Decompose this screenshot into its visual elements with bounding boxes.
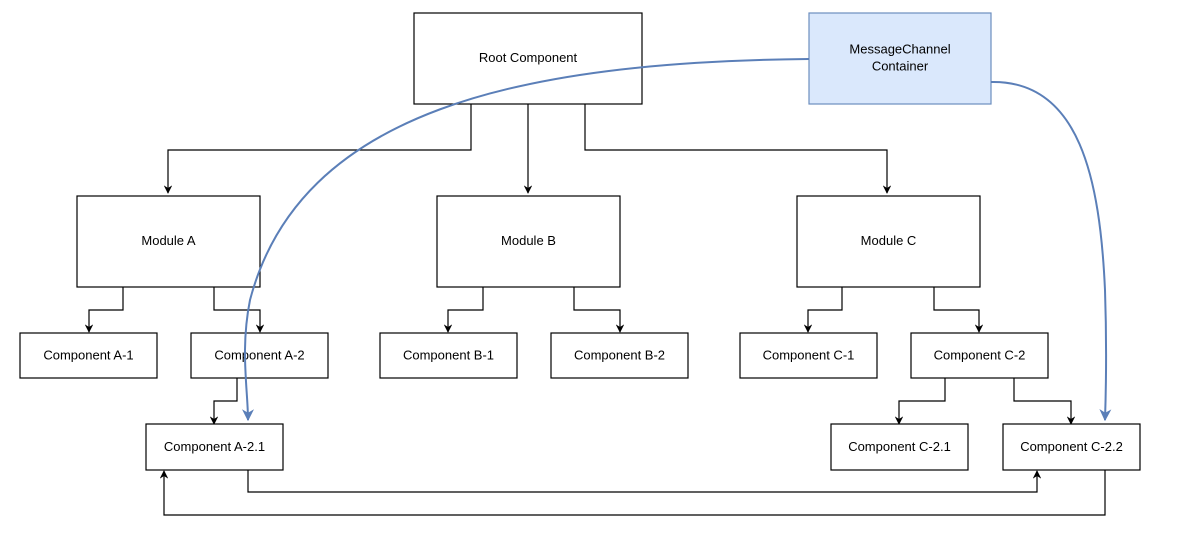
component-a-1-label: Component A-1 [43, 347, 133, 362]
container-label-line-1: MessageChannel [849, 41, 950, 56]
edge-c2-to-c21 [894, 378, 946, 425]
edge-c2-to-c22 [1013, 378, 1076, 425]
node-root-component[interactable]: Root Component [413, 12, 643, 105]
node-module-b[interactable]: Module B [436, 195, 621, 288]
component-c-2-2-label: Component C-2.2 [1020, 439, 1123, 454]
edge-container-to-a21 [241, 58, 810, 422]
module-a-label: Module A [141, 233, 196, 248]
edge-root-to-module-a [163, 104, 472, 194]
component-c-1-label: Component C-1 [763, 347, 855, 362]
component-b-1-label: Component B-1 [403, 347, 494, 362]
module-b-label: Module B [501, 233, 556, 248]
edge-a21-to-c22 [247, 470, 1042, 493]
node-component-c-2[interactable]: Component C-2 [910, 332, 1049, 379]
node-component-b-2[interactable]: Component B-2 [550, 332, 689, 379]
hierarchy-edges [84, 104, 1106, 516]
node-component-c-1[interactable]: Component C-1 [739, 332, 878, 379]
edge-module-b-to-b2 [573, 287, 625, 333]
edge-module-c-to-c1 [803, 287, 843, 333]
node-component-a-2[interactable]: Component A-2 [190, 332, 329, 379]
component-c-2-label: Component C-2 [934, 347, 1026, 362]
edge-a2-to-a21 [209, 378, 238, 425]
node-component-a-2-1[interactable]: Component A-2.1 [145, 423, 284, 471]
component-a-2-label: Component A-2 [214, 347, 304, 362]
edge-module-c-to-c2 [933, 287, 984, 333]
node-component-b-1[interactable]: Component B-1 [379, 332, 518, 379]
node-component-a-1[interactable]: Component A-1 [19, 332, 158, 379]
node-messagechannel-container[interactable]: MessageChannel Container [808, 12, 992, 105]
edge-root-to-module-c [584, 104, 892, 194]
module-c-label: Module C [861, 233, 917, 248]
node-module-a[interactable]: Module A [76, 195, 261, 288]
edge-module-a-to-a2 [213, 287, 265, 333]
edge-c22-to-a21 [159, 470, 1106, 516]
message-channel-edges [241, 58, 1112, 422]
edge-module-b-to-b1 [443, 287, 484, 333]
node-component-c-2-1[interactable]: Component C-2.1 [830, 423, 969, 471]
root-component-label: Root Component [479, 50, 578, 65]
container-label-line-2: Container [872, 58, 929, 73]
node-module-c[interactable]: Module C [796, 195, 981, 288]
edge-module-a-to-a1 [84, 287, 124, 333]
component-b-2-label: Component B-2 [574, 347, 665, 362]
node-component-c-2-2[interactable]: Component C-2.2 [1002, 423, 1141, 471]
edge-container-to-c22 [990, 80, 1112, 422]
component-a-2-1-label: Component A-2.1 [164, 439, 265, 454]
component-c-2-1-label: Component C-2.1 [848, 439, 951, 454]
